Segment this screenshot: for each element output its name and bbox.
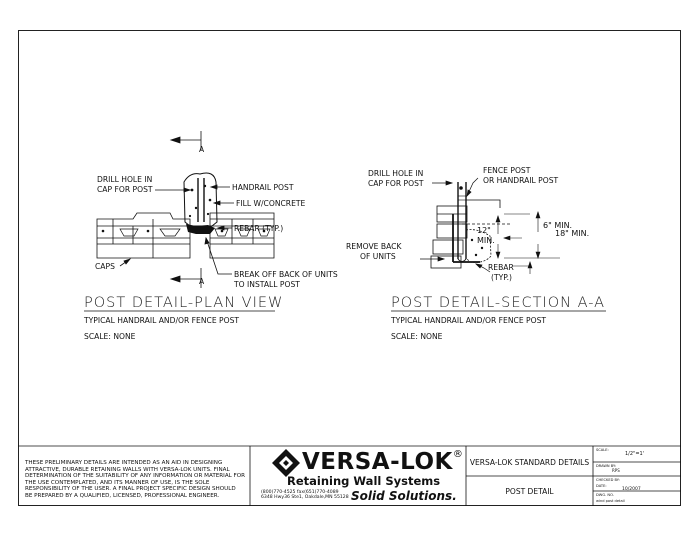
- section-dim-18: 18" MIN.: [555, 229, 589, 238]
- section-title: POST DETAIL-SECTION A-A: [391, 295, 605, 311]
- section-callout-drill-2: CAP FOR POST: [368, 179, 424, 188]
- plan-callout-break-2: TO INSTALL POST: [233, 280, 300, 289]
- versa-lok-logo-icon: [272, 449, 300, 477]
- scale-label: SCALE:: [596, 448, 609, 452]
- section-dimensions: [495, 211, 560, 274]
- checked-by-label: CHECKED BY:: [596, 478, 620, 482]
- plan-callout-drill-1: DRILL HOLE IN: [97, 175, 152, 184]
- plan-scale: SCALE: NONE: [84, 332, 136, 341]
- plan-callout-break-1: BREAK OFF BACK OF UNITS: [234, 270, 338, 279]
- plan-callout-drill-2: CAP FOR POST: [97, 185, 153, 194]
- title-block-frame: [18, 445, 681, 506]
- section-callout-fence-2: OR HANDRAIL POST: [483, 176, 559, 185]
- disclaimer-line: RESPONSIBILITY OF THE USER. A FINAL PROJ…: [25, 486, 236, 493]
- section-cut-marker-bottom: [169, 268, 202, 288]
- drawn-by-label: DRAWN BY:: [596, 464, 616, 468]
- contact-address: 6348 Hwy36 Ste1, Oakdale,MN 55128: [261, 495, 349, 501]
- disclaimer-line: THE USE CONTEMPLATED, AND ITS MANNER OF …: [25, 479, 210, 486]
- dwg-value: wind post detail: [596, 499, 625, 503]
- disclaimer-line: ATTRACTIVE, DURABLE RETAINING WALLS WITH…: [25, 466, 230, 473]
- section-subtitle: TYPICAL HANDRAIL AND/OR FENCE POST: [390, 316, 546, 325]
- disclaimer-line: THESE PRELIMINARY DETAILS ARE INTENDED A…: [25, 460, 223, 466]
- sheet-series: VERSA-LOK STANDARD DETAILS: [469, 458, 590, 467]
- section-dim-6: 6" MIN.: [543, 221, 572, 230]
- section-callout-rebar-2: (TYP.): [491, 273, 512, 282]
- section-blocks: [430, 199, 510, 269]
- scale-value: 1/2"=1': [625, 451, 645, 457]
- handrail-post: [197, 178, 205, 222]
- brand-tagline: Retaining Wall Systems: [287, 474, 441, 488]
- concrete-fill: [183, 172, 218, 234]
- wall-units: [96, 212, 275, 259]
- brand-name: VERSA-LOK: [302, 449, 453, 475]
- plan-view-text: A A DRILL HOLE IN CAP FOR POST HANDRAIL …: [83, 145, 338, 341]
- brand-contact: (800)770-4525 fax(651)770-4089 6348 Hwy3…: [261, 490, 349, 501]
- section-view-text: DRILL HOLE IN CAP FOR POST FENCE POST OR…: [346, 166, 606, 341]
- date-value: 10/2007: [622, 487, 641, 492]
- disclaimer-line: BE PREPARED BY A QUALIFIED, LICENSED, PR…: [25, 492, 220, 499]
- plan-callout-handrail: HANDRAIL POST: [232, 183, 294, 192]
- section-scale: SCALE: NONE: [391, 332, 443, 341]
- section-callout-drill-1: DRILL HOLE IN: [368, 169, 423, 178]
- section-callout-rebar-1: REBAR: [488, 263, 514, 272]
- drawn-by-value: RPS: [612, 468, 620, 473]
- disclaimer-line: DETERMINATION OF THE SUITABILITY OF ANY …: [25, 473, 246, 480]
- section-callout-remove-2: OF UNITS: [360, 252, 396, 261]
- section-concrete: [458, 195, 492, 263]
- plan-section-mark-top: A: [199, 145, 205, 154]
- section-view: [420, 177, 560, 274]
- section-dim-12-label: MIN.: [477, 236, 495, 245]
- plan-view: [96, 131, 275, 288]
- section-leaders: [420, 177, 491, 273]
- brand-registered: ®: [452, 449, 463, 460]
- date-label: DATE:: [596, 484, 607, 488]
- plan-callout-fill: FILL W/CONCRETE: [236, 199, 306, 208]
- section-rebar: [452, 214, 480, 263]
- disclaimer: THESE PRELIMINARY DETAILS ARE INTENDED A…: [25, 460, 249, 500]
- sheet-title: POST DETAIL: [505, 487, 554, 496]
- plan-subtitle: TYPICAL HANDRAIL AND/OR FENCE POST: [83, 316, 239, 325]
- section-callout-remove-1: REMOVE BACK: [346, 242, 402, 251]
- plan-title: POST DETAIL-PLAN VIEW: [84, 295, 283, 311]
- plan-section-mark-bottom: A: [199, 277, 205, 286]
- section-cut-marker-top: [169, 131, 202, 150]
- plan-leaders: [119, 184, 234, 275]
- contact-phone: (800)770-4525 fax(651)770-4089: [261, 490, 339, 495]
- dwg-label: DWG. NO.: [596, 493, 614, 497]
- section-callout-fence-1: FENCE POST: [483, 166, 531, 175]
- brand-logotype: VERSA-LOK®: [302, 449, 463, 475]
- brand-slogan: Solid Solutions.: [351, 489, 457, 503]
- plan-callout-rebar: REBAR (TYP.): [234, 224, 283, 233]
- plan-callout-caps: CAPS: [95, 262, 115, 271]
- section-dim-12-value: 12": [477, 226, 491, 235]
- drawing-sheet: [18, 30, 681, 506]
